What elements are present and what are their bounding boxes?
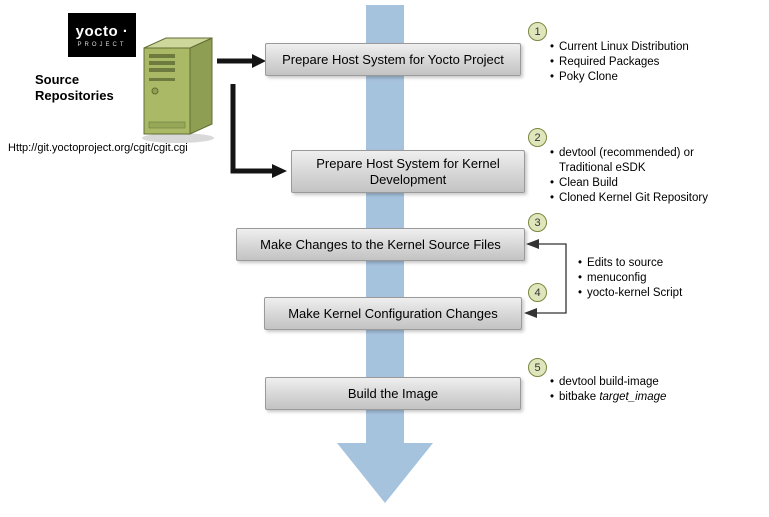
bullet-marker [550, 375, 554, 390]
step2-box: Prepare Host System for Kernel Developme… [291, 150, 525, 193]
list-item: Current Linux Distribution [550, 40, 760, 55]
bullet-text: menuconfig [587, 272, 647, 284]
bullet-text-line1: devtool (recommended) or [559, 147, 694, 159]
step1-bullet-list: Current Linux Distribution Required Pack… [550, 40, 760, 85]
bullet-marker [578, 256, 582, 271]
source-repositories-label: Source Repositories [35, 72, 114, 103]
bracket-steps-3-4 [524, 239, 567, 318]
source-repositories-url: Http://git.yoctoproject.org/cgit/cgit.cg… [8, 142, 188, 154]
list-item: devtool build-image [550, 375, 760, 390]
bullet-text-italic: target_image [599, 391, 667, 403]
arrow-server-to-step1 [217, 54, 266, 68]
bullet-text: Required Packages [559, 56, 660, 68]
step4-box: Make Kernel Configuration Changes [264, 297, 522, 330]
bullet-marker [550, 390, 554, 405]
server-icon [142, 37, 214, 143]
bullet-text-prefix: bitbake [559, 391, 600, 403]
bullet-marker [550, 176, 554, 191]
step1-label: Prepare Host System for Yocto Project [282, 51, 504, 67]
list-item: bitbake target_image [550, 390, 760, 405]
list-item: Edits to source [578, 256, 758, 271]
step5-label: Build the Image [347, 385, 439, 401]
bullet-text: Edits to source [587, 257, 664, 269]
step2-bullet-list: devtool (recommended) or Traditional eSD… [550, 146, 765, 206]
bullet-marker [550, 40, 554, 55]
list-item: devtool (recommended) or Traditional eSD… [550, 146, 765, 176]
bullet-text: devtool (recommended) or Traditional eSD… [559, 146, 694, 176]
bullet-text-line2: Traditional eSDK [559, 162, 646, 174]
list-item: Required Packages [550, 55, 760, 70]
arrow-server-to-step2 [230, 84, 287, 178]
list-item: Clean Build [550, 176, 765, 191]
bullet-text: devtool build-image [559, 376, 659, 388]
step4-label: Make Kernel Configuration Changes [288, 305, 498, 321]
step5-box: Build the Image [265, 377, 521, 410]
step5-number-badge: 5 [528, 358, 547, 377]
step3-label: Make Changes to the Kernel Source Files [260, 236, 501, 252]
steps3-4-bullet-list: Edits to source menuconfig yocto-kernel … [578, 256, 758, 301]
yocto-logo: yocto · PROJECT [68, 13, 136, 57]
list-item: menuconfig [578, 271, 758, 286]
bullet-text: Cloned Kernel Git Repository [559, 192, 708, 204]
yocto-logo-subtext: PROJECT [77, 41, 127, 48]
step5-bullet-list: devtool build-image bitbake target_image [550, 375, 760, 405]
bullet-marker [550, 191, 554, 206]
bullet-marker [550, 70, 554, 85]
step1-box: Prepare Host System for Yocto Project [265, 43, 521, 76]
list-item: yocto-kernel Script [578, 286, 758, 301]
step4-number-badge: 4 [528, 283, 547, 302]
yocto-logo-wordmark: yocto · [75, 22, 129, 40]
bullet-text: bitbake target_image [559, 390, 666, 405]
bullet-marker [578, 271, 582, 286]
step2-number-badge: 2 [528, 128, 547, 147]
list-item: Poky Clone [550, 70, 760, 85]
step3-number-badge: 3 [528, 213, 547, 232]
bullet-text: yocto-kernel Script [587, 287, 683, 299]
step3-box: Make Changes to the Kernel Source Files [236, 228, 525, 261]
list-item: Cloned Kernel Git Repository [550, 191, 765, 206]
bullet-text: Current Linux Distribution [559, 41, 689, 53]
step1-number-badge: 1 [528, 22, 547, 41]
bullet-text: Clean Build [559, 177, 618, 189]
bullet-marker [578, 286, 582, 301]
step2-label: Prepare Host System for Kernel Developme… [316, 155, 500, 187]
bullet-text: Poky Clone [559, 71, 618, 83]
bullet-marker [550, 55, 554, 70]
bullet-marker [550, 146, 554, 161]
